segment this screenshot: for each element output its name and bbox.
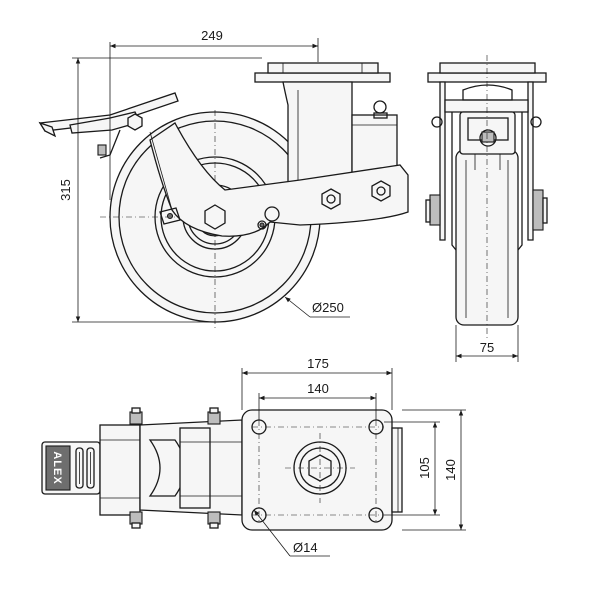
dim-175: 175: [241, 356, 393, 410]
dim-249: 249: [109, 28, 319, 200]
brake-front: [459, 84, 516, 170]
brand-mark: ALEX: [51, 451, 63, 484]
dim-label-249: 249: [201, 28, 223, 43]
dim-label-75: 75: [480, 340, 494, 355]
dim-75: 75: [455, 325, 519, 362]
dim-315: 315: [58, 57, 262, 323]
brake-lever: [38, 92, 181, 225]
dim-105: 105: [384, 421, 440, 516]
dim-label-175: 175: [307, 356, 329, 371]
dim-diameter-250: Ø250: [284, 296, 350, 318]
dim-label-140-vertical: 140: [443, 459, 458, 481]
dim-140-horizontal: 140: [258, 381, 377, 420]
dim-140-vertical: 140: [402, 409, 466, 531]
spring-housing: [351, 100, 398, 176]
dim-label-315: 315: [58, 179, 73, 201]
fork-top: [99, 407, 243, 529]
top-view: ALEX: [41, 356, 466, 557]
swing-arm: [149, 122, 409, 237]
dim-label-140-horizontal: 140: [307, 381, 329, 396]
top-plate: [254, 62, 391, 83]
front-view: 75: [425, 55, 548, 362]
fork-front: [425, 81, 548, 251]
dim-diameter-14: Ø14: [253, 509, 330, 557]
dim-label-105: 105: [417, 457, 432, 479]
dim-label-diameter-250: Ø250: [312, 300, 344, 315]
side-view: 249 315 Ø250: [38, 28, 409, 330]
mounting-plate: [241, 409, 403, 531]
brake-pedal-top: ALEX: [41, 441, 101, 495]
dim-label-diameter-14: Ø14: [293, 540, 318, 555]
